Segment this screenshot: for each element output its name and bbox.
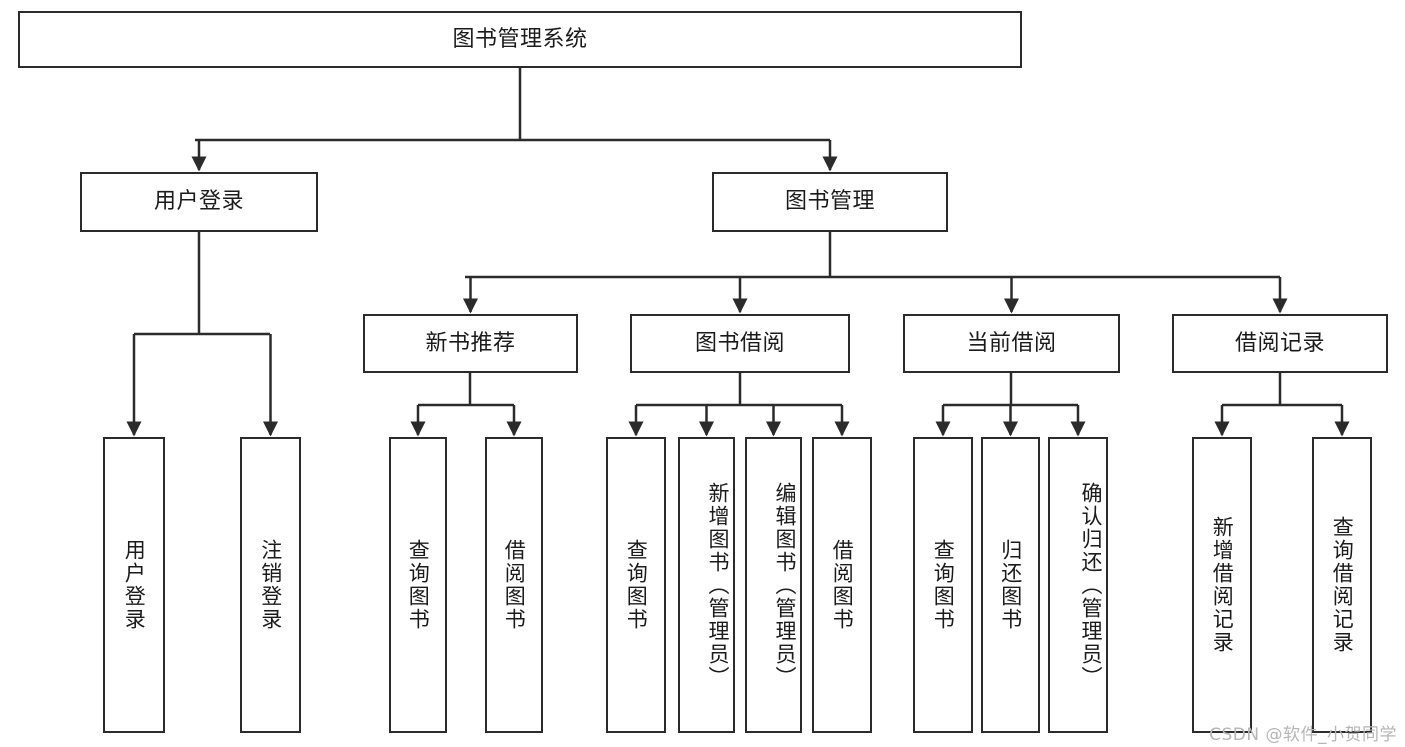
node-leaf-borrow-book-2[interactable]: 借阅图书 bbox=[812, 437, 872, 733]
node-leaf-borrow-book-1[interactable]: 借阅图书 bbox=[485, 437, 543, 733]
node-leaf-add-record[interactable]: 新增借阅记录 bbox=[1192, 437, 1252, 733]
node-label: 注销登录 bbox=[258, 539, 283, 631]
node-new-book-rec[interactable]: 新书推荐 bbox=[363, 314, 578, 373]
node-label: 借阅图书 bbox=[830, 539, 855, 631]
node-label: 用户登录 bbox=[122, 539, 147, 631]
node-label: 查询图书 bbox=[406, 539, 431, 631]
node-leaf-add-book[interactable]: 新增图书（管理员） bbox=[678, 437, 735, 733]
node-borrow-record[interactable]: 借阅记录 bbox=[1172, 314, 1388, 373]
node-label: 查询图书 bbox=[624, 539, 649, 631]
node-user-login[interactable]: 用户登录 bbox=[80, 172, 318, 232]
watermark-text: CSDN @软件_小贺同学 bbox=[1209, 725, 1397, 745]
node-label: 确认归还（管理员） bbox=[1079, 481, 1103, 689]
node-current-borrow[interactable]: 当前借阅 bbox=[903, 314, 1120, 373]
node-leaf-query-book-3[interactable]: 查询图书 bbox=[913, 437, 973, 733]
node-label: 当前借阅 bbox=[966, 330, 1057, 356]
node-label: 用户登录 bbox=[153, 189, 244, 215]
node-label: 新书推荐 bbox=[425, 330, 516, 356]
node-root-title[interactable]: 图书管理系统 bbox=[18, 11, 1022, 68]
node-label: 借阅图书 bbox=[502, 539, 527, 631]
node-label: 归还图书 bbox=[998, 539, 1023, 631]
node-label: 查询借阅记录 bbox=[1330, 516, 1355, 654]
node-leaf-edit-book[interactable]: 编辑图书（管理员） bbox=[745, 437, 802, 733]
node-leaf-confirm-return[interactable]: 确认归还（管理员） bbox=[1048, 437, 1108, 733]
node-leaf-query-book-1[interactable]: 查询图书 bbox=[389, 437, 447, 733]
node-leaf-query-record[interactable]: 查询借阅记录 bbox=[1312, 437, 1372, 733]
node-leaf-logout[interactable]: 注销登录 bbox=[240, 437, 301, 733]
node-book-borrow[interactable]: 图书借阅 bbox=[630, 314, 850, 373]
node-book-manage[interactable]: 图书管理 bbox=[712, 172, 948, 232]
node-label: 借阅记录 bbox=[1234, 330, 1325, 356]
node-leaf-user-login[interactable]: 用户登录 bbox=[103, 437, 165, 733]
node-label: 新增图书（管理员） bbox=[706, 481, 730, 689]
node-label: 图书借阅 bbox=[694, 330, 785, 356]
node-label: 编辑图书（管理员） bbox=[773, 481, 797, 689]
node-label: 查询图书 bbox=[931, 539, 956, 631]
node-leaf-query-book-2[interactable]: 查询图书 bbox=[606, 437, 666, 733]
node-label: 图书管理系统 bbox=[452, 26, 588, 52]
node-leaf-return-book[interactable]: 归还图书 bbox=[981, 437, 1040, 733]
node-label: 图书管理 bbox=[784, 189, 875, 215]
node-label: 新增借阅记录 bbox=[1210, 516, 1235, 654]
